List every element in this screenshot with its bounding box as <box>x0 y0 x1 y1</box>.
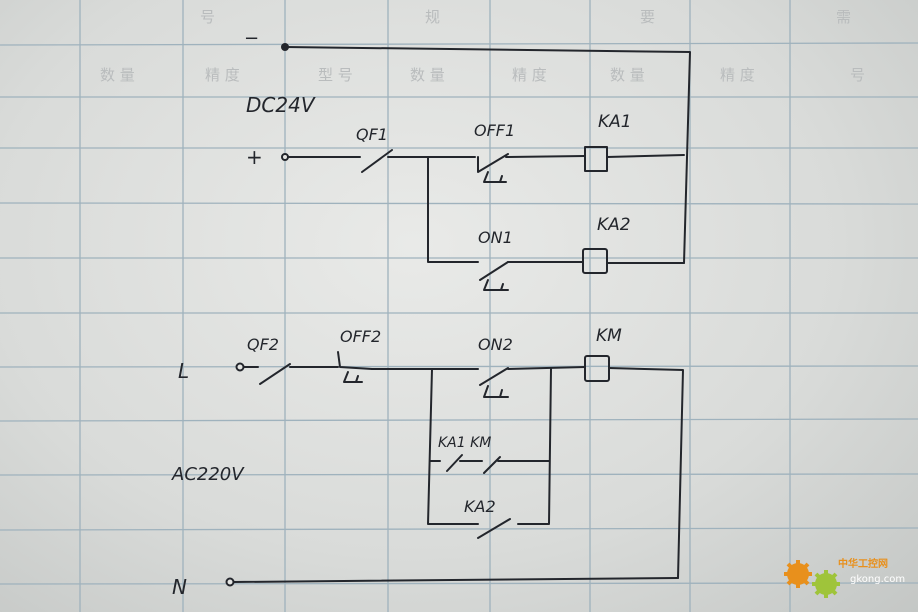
off2-contact <box>337 351 373 370</box>
km-hold-contact <box>483 456 501 474</box>
ghost-row-char: 号 <box>850 66 865 84</box>
watermark-site-url: gkong.com <box>850 574 905 585</box>
on1-label: ON1 <box>478 228 513 247</box>
on2-contact <box>479 367 509 386</box>
watermark-site-name: 中华工控网 <box>838 557 888 570</box>
qf2-label: QF2 <box>247 335 279 354</box>
holding-contacts-label: KA1 KM <box>438 435 491 451</box>
ka1-hold-contact <box>446 454 463 472</box>
on1-contact <box>479 261 509 281</box>
ka2-label: KA2 <box>597 215 631 235</box>
qf2-contact <box>259 363 291 385</box>
ka1-label: KA1 <box>598 112 632 132</box>
km-label: KM <box>596 326 622 346</box>
holding-left-rail <box>427 368 479 525</box>
green-gear-icon <box>812 570 840 598</box>
km-coil <box>584 355 610 382</box>
orange-gear-icon <box>784 560 812 588</box>
ac-labels: L QF2 OFF2 ON2 KM KA1 KM KA2 AC220V N <box>171 326 622 599</box>
off1-actuator <box>483 171 507 183</box>
dc-labels: DC24V − + QF1 OFF1 KA1 ON1 KA2 <box>244 28 632 247</box>
ghost-top-char: 规 <box>425 8 440 26</box>
ghost-row-char: 数 量 <box>100 66 135 84</box>
wire-off1-ka1 <box>505 155 586 158</box>
on1-branch <box>427 156 479 263</box>
ac-supply-label: AC220V <box>171 464 245 485</box>
negative-rail <box>284 46 691 264</box>
wire-on2-km <box>507 366 586 370</box>
dc-control-circuit <box>281 43 691 291</box>
ghost-top-char: 号 <box>200 8 215 26</box>
off1-label: OFF1 <box>474 121 515 140</box>
ghost-row-char: 精 度 <box>512 66 547 84</box>
line-terminal-dot <box>235 362 245 372</box>
off1-contact <box>477 153 509 173</box>
qf1-contact <box>361 149 393 173</box>
on2-label: ON2 <box>478 335 513 354</box>
off2-label: OFF2 <box>340 327 381 346</box>
on2-actuator <box>483 385 509 398</box>
ka2-hold-contact <box>477 518 511 539</box>
ghost-row-char: 型 号 <box>318 66 353 84</box>
ghost-top-char: 需 <box>836 8 851 26</box>
holding-right-rail <box>517 368 552 525</box>
ghost-row-char: 数 量 <box>410 66 445 84</box>
negative-terminal-label: − <box>244 28 259 49</box>
ghost-row-char: 数 量 <box>610 66 645 84</box>
dc-supply-label: DC24V <box>246 93 316 117</box>
qf1-label: QF1 <box>356 125 388 144</box>
wire-ka1-rail <box>606 154 685 158</box>
ghost-header: 号 规 要 需 数 量 精 度 型 号 数 量 精 度 数 量 精 度 号 <box>100 8 865 84</box>
positive-terminal-label: + <box>246 145 263 169</box>
ka2-coil <box>582 248 608 274</box>
neutral-terminal-label: N <box>172 575 187 599</box>
neutral-wire <box>233 577 679 583</box>
ka1-coil <box>584 146 608 172</box>
neutral-terminal-dot <box>225 577 235 587</box>
site-watermark: 中华工控网 gkong.com <box>784 557 905 598</box>
ghost-top-char: 要 <box>640 8 655 26</box>
off2-actuator <box>343 371 363 383</box>
ghost-row-char: 精 度 <box>720 66 755 84</box>
ac-power-circuit <box>225 351 684 587</box>
ka2-contact-label: KA2 <box>464 497 496 516</box>
ghost-row-char: 精 度 <box>205 66 240 84</box>
line-terminal-label: L <box>178 359 189 383</box>
on1-actuator <box>483 279 509 291</box>
neutral-return <box>608 367 684 579</box>
